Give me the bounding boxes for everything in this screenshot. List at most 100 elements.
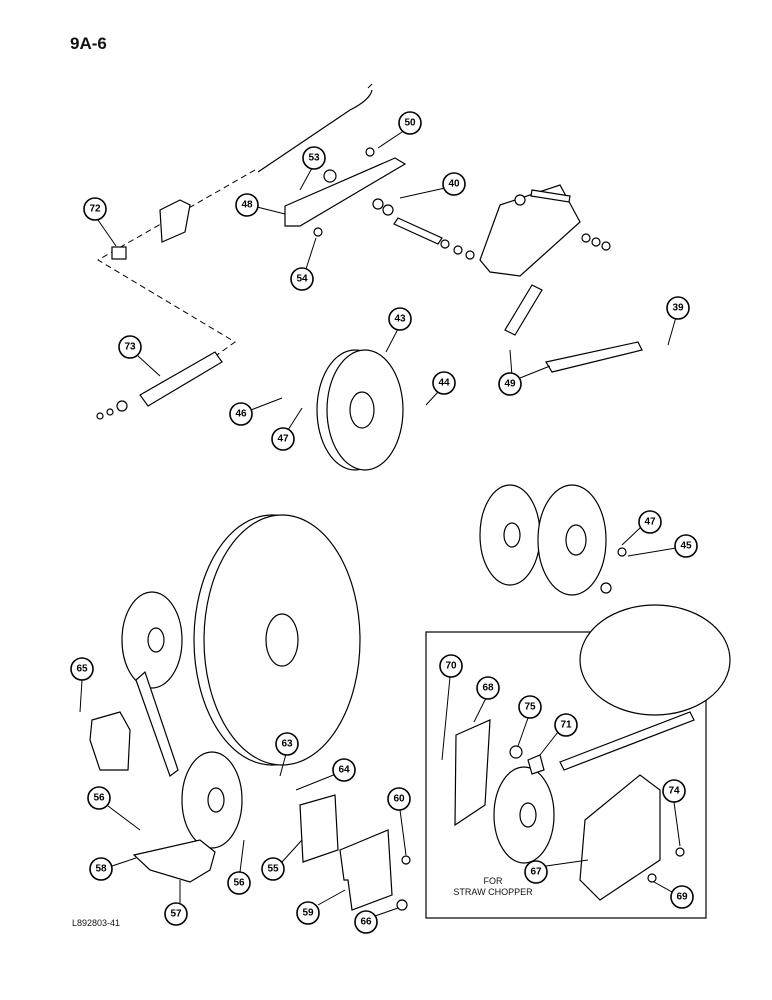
svg-text:59: 59 <box>302 908 314 919</box>
callout-64: 64 <box>295 758 356 791</box>
callout-58: 58 <box>89 857 137 881</box>
svg-text:44: 44 <box>438 378 450 389</box>
washer-75 <box>509 745 523 759</box>
callout-70: 70 <box>439 654 463 761</box>
washer-g <box>591 237 601 247</box>
svg-text:50: 50 <box>404 118 416 129</box>
square-plate <box>111 246 127 260</box>
callout-75: 75 <box>517 695 542 747</box>
nut-45 <box>617 547 627 557</box>
inset-frame <box>425 631 707 919</box>
inset-caption: FOR STRAW CHOPPER <box>428 876 558 898</box>
rod-end <box>367 83 373 89</box>
svg-text:60: 60 <box>393 794 405 805</box>
svg-text:49: 49 <box>504 379 516 390</box>
callout-53: 53 <box>299 146 326 191</box>
svg-text:45: 45 <box>680 541 692 552</box>
washer-h <box>601 241 611 251</box>
svg-text:40: 40 <box>448 179 460 190</box>
spring-washer-b <box>106 408 114 416</box>
washer-a <box>372 198 384 210</box>
callout-54: 54 <box>290 237 317 291</box>
inset-caption-line2: STRAW CHOPPER <box>453 887 533 897</box>
svg-text:74: 74 <box>668 786 680 797</box>
shaft <box>393 217 443 245</box>
nut-53 <box>323 169 337 183</box>
pulley-small-right-a-hub <box>503 522 521 548</box>
callout-56-left: 56 <box>87 786 141 831</box>
pivot-arm <box>479 184 581 277</box>
washer-c <box>440 239 450 249</box>
callout-43: 43 <box>385 307 412 353</box>
callout-71: 71 <box>539 713 578 756</box>
pulley-left-upper-hub <box>147 627 165 653</box>
callout-67: 67 <box>524 859 589 884</box>
callout-60: 60 <box>387 787 411 856</box>
callout-47-right: 47 <box>621 510 662 546</box>
svg-text:47: 47 <box>277 434 289 445</box>
pulley-43-hub <box>349 391 375 429</box>
callout-73: 73 <box>118 335 161 377</box>
pivot-bolt <box>530 189 571 203</box>
callout-59: 59 <box>296 889 346 925</box>
svg-text:57: 57 <box>170 909 182 920</box>
callout-74: 74 <box>662 779 686 847</box>
callout-63: 63 <box>275 732 299 777</box>
svg-text:75: 75 <box>524 702 536 713</box>
callout-40: 40 <box>399 172 466 199</box>
bracket-49-upper <box>504 284 543 336</box>
bolt-50 <box>365 147 375 157</box>
washer-bottom-right <box>600 582 612 594</box>
svg-text:58: 58 <box>95 864 107 875</box>
washer-f <box>581 233 591 243</box>
washer-e <box>465 250 475 260</box>
channel-bar <box>284 157 407 227</box>
callout-44: 44 <box>425 371 456 406</box>
plate-55 <box>299 794 339 863</box>
callout-50: 50 <box>377 111 422 149</box>
spring <box>139 351 223 407</box>
svg-text:46: 46 <box>235 409 247 420</box>
svg-text:47: 47 <box>644 517 656 528</box>
callout-57: 57 <box>164 880 188 926</box>
left-bracket <box>159 199 191 243</box>
washer-d <box>453 245 463 255</box>
callout-49: 49 <box>498 349 551 396</box>
svg-text:69: 69 <box>676 892 688 903</box>
tie-rod <box>257 89 373 173</box>
guard-67 <box>579 774 661 901</box>
callout-68: 68 <box>473 676 500 723</box>
bolt-69 <box>647 873 657 883</box>
svg-text:56: 56 <box>93 793 105 804</box>
washer-54 <box>313 227 323 237</box>
page-code: 9A-6 <box>70 34 107 53</box>
svg-text:68: 68 <box>482 683 494 694</box>
nut-66 <box>396 899 408 911</box>
washer-b <box>382 204 394 216</box>
spring-washer-c <box>96 412 104 420</box>
bolt-74 <box>675 847 685 857</box>
svg-text:71: 71 <box>560 720 572 731</box>
callout-65: 65 <box>70 657 94 713</box>
linkage-path <box>97 169 256 361</box>
drawing-id: L892803-41 <box>72 918 121 928</box>
bracket-57 <box>132 839 216 883</box>
callout-66: 66 <box>354 907 399 934</box>
svg-text:56: 56 <box>233 878 245 889</box>
plate-59 <box>339 829 393 911</box>
callout-56-right: 56 <box>227 839 251 895</box>
svg-text:63: 63 <box>281 739 293 750</box>
bracket-65 <box>89 711 131 771</box>
svg-text:43: 43 <box>394 314 406 325</box>
large-wheel-hub <box>265 613 299 667</box>
svg-text:48: 48 <box>241 200 253 211</box>
callout-69: 69 <box>653 881 694 909</box>
callout-46: 46 <box>229 397 283 426</box>
shield-68 <box>454 719 491 827</box>
pulley-small-right-b-hub <box>565 524 587 556</box>
callout-55: 55 <box>261 839 303 881</box>
svg-text:67: 67 <box>530 867 542 878</box>
callout-45: 45 <box>627 534 698 558</box>
svg-text:39: 39 <box>672 303 684 314</box>
